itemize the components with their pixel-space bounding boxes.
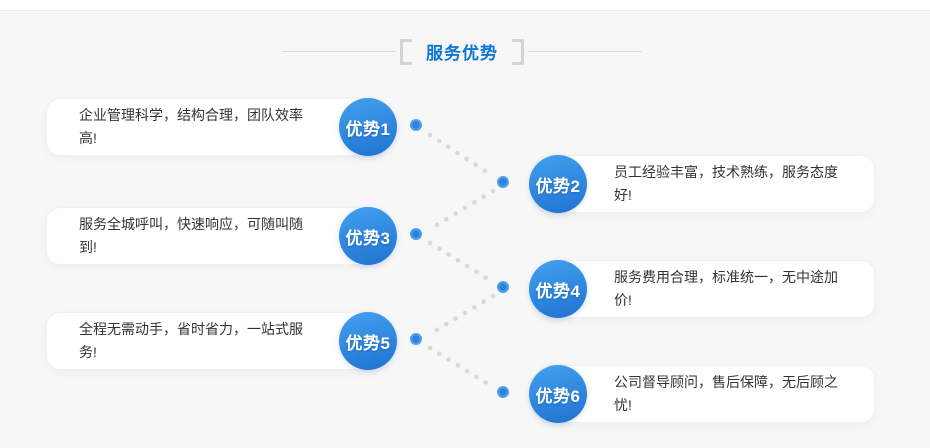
left-bracket-icon — [400, 38, 412, 65]
section-title: 服务优势 — [426, 44, 498, 63]
advantage-text-1: 企业管理科学，结构合理，团队效率高! — [79, 107, 303, 146]
node-dot-icon-3 — [410, 228, 422, 240]
advantage-card-5: 全程无需动手，省时省力，一站式服务! 优势5 — [46, 312, 397, 370]
advantage-card-2: 员工经验丰富，技术熟练，服务态度好! 优势2 — [529, 155, 875, 213]
advantage-text-6: 公司督导顾问，售后保障，无后顾之忧! — [614, 374, 838, 413]
section-title-bar: 服务优势 — [282, 38, 642, 65]
advantage-card-6: 公司督导顾问，售后保障，无后顾之忧! 优势6 — [529, 365, 875, 423]
advantage-text-5: 全程无需动手，省时省力，一站式服务! — [79, 321, 303, 360]
advantage-badge-4: 优势4 — [529, 260, 587, 318]
advantage-badge-6: 优势6 — [529, 365, 587, 423]
advantage-text-2: 员工经验丰富，技术熟练，服务态度好! — [614, 164, 838, 203]
right-bracket-icon — [512, 38, 524, 65]
advantage-text-4: 服务费用合理，标准统一，无中途加价! — [614, 269, 838, 308]
advantage-badge-3: 优势3 — [339, 207, 397, 265]
node-dot-icon-4 — [497, 281, 509, 293]
node-dot-icon-1 — [410, 119, 422, 131]
advantage-card-1: 企业管理科学，结构合理，团队效率高! 优势1 — [46, 98, 397, 156]
advantage-text-3: 服务全城呼叫，快速响应，可随叫随到! — [79, 216, 303, 255]
node-dot-icon-6 — [497, 386, 509, 398]
advantage-card-3: 服务全城呼叫，快速响应，可随叫随到! 优势3 — [46, 207, 397, 265]
advantage-badge-5: 优势5 — [339, 312, 397, 370]
node-dot-icon-2 — [497, 176, 509, 188]
advantage-card-4: 服务费用合理，标准统一，无中途加价! 优势4 — [529, 260, 875, 318]
title-line-right — [528, 51, 642, 52]
advantage-badge-1: 优势1 — [339, 98, 397, 156]
title-line-left — [282, 51, 396, 52]
node-dot-icon-5 — [410, 333, 422, 345]
advantage-badge-2: 优势2 — [529, 155, 587, 213]
